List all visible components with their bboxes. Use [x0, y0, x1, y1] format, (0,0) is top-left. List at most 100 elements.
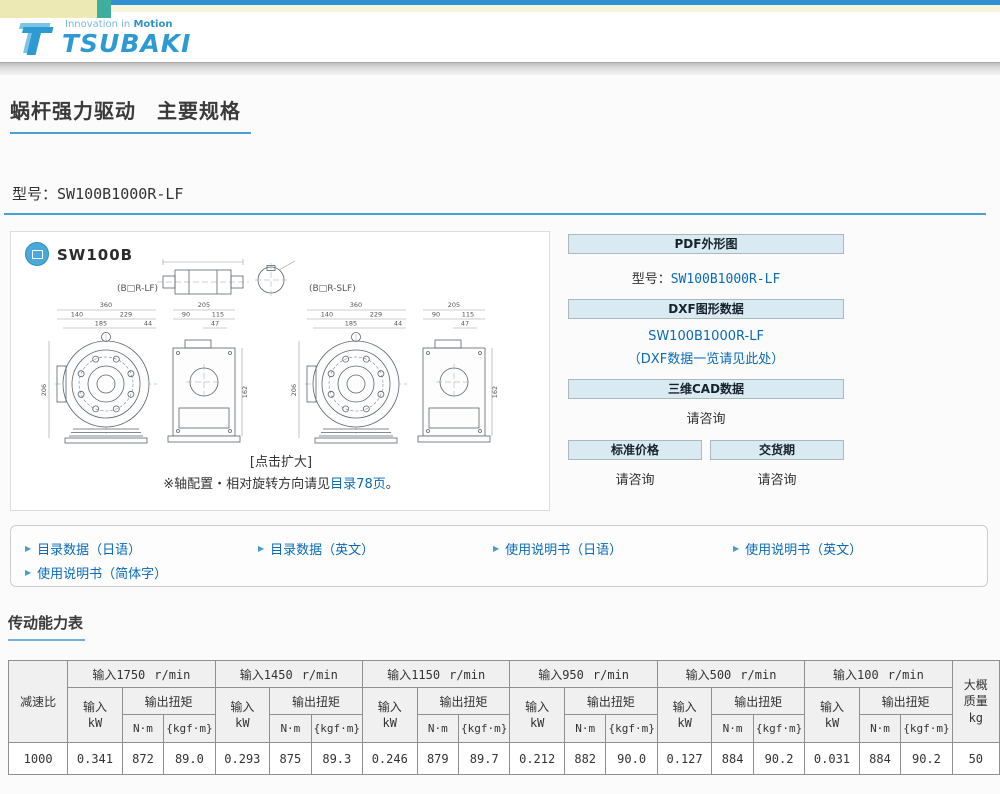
link-arrow-icon: ▶: [493, 543, 500, 553]
download-sidebar: PDF外形图 型号：SW100B1000R-LF DXF图形数据 SW100B1…: [568, 232, 844, 488]
cell-kw: 0.212: [509, 742, 565, 775]
col-header-kgfm: {kgf·m}: [605, 714, 658, 743]
drawing-product-name: SW100B: [57, 246, 134, 264]
shaft-detail-view: [157, 259, 249, 295]
cell-kw: 0.246: [362, 742, 418, 775]
cell-kw: 0.031: [804, 742, 860, 775]
table-row: 1000 0.341 872 89.0 0.293 875 89.3 0.246…: [7, 742, 1000, 775]
col-header-kgfm: {kgf·m}: [900, 714, 953, 743]
dim-label: 206: [40, 384, 48, 396]
catalog-page-link[interactable]: 目录78页: [330, 477, 386, 492]
link-arrow-icon: ▶: [25, 543, 32, 553]
col-header-nm: N·m: [563, 714, 607, 743]
header-accent-yellow: [0, 0, 97, 18]
col-header-output-torque: 输出扭矩: [121, 687, 216, 715]
col-header-output-torque: 输出扭矩: [858, 687, 953, 715]
logo-brand-text: TSUBAKI: [62, 29, 192, 58]
doc-link-catalog-en[interactable]: ▶目录数据（英文）: [258, 542, 375, 558]
links-row-1: ▶目录数据（日语） ▶目录数据（英文） ▶使用说明书（日语） ▶使用说明书（英文…: [25, 536, 987, 560]
tsubaki-logo-icon: [19, 23, 54, 55]
col-header-kgfm: {kgf·m}: [458, 714, 511, 743]
page-title: 蜗杆强力驱动 主要规格: [10, 95, 251, 134]
cell-kw: 0.341: [67, 742, 123, 775]
col-header-nm: N·m: [269, 714, 312, 743]
cad-inquiry-text: 请咨询: [686, 412, 726, 427]
doc-link-catalog-ja[interactable]: ▶目录数据（日语）: [25, 542, 142, 558]
col-header-kgfm: {kgf·m}: [752, 714, 806, 743]
technical-drawing-figure[interactable]: 360 140 229 185 44 205 90 115 47 206 162: [11, 250, 551, 448]
cad-section-header: 三维CAD数据: [568, 379, 844, 399]
link-arrow-icon: ▶: [258, 543, 265, 553]
dim-label: 205: [198, 301, 210, 309]
dimension-drawing-panel: SW100B (B□R-LF) (B□R-SLF): [10, 231, 550, 511]
col-header-output-torque: 输出扭矩: [416, 687, 511, 715]
pdf-model-row: 型号：SW100B1000R-LF: [631, 272, 781, 287]
section-divider: [4, 213, 986, 215]
doc-link-manual-zh[interactable]: ▶使用说明书（简体字）: [25, 566, 168, 582]
header-accent-teal: [97, 0, 111, 18]
col-header-kgfm: {kgf·m}: [310, 714, 364, 743]
dim-label: 90: [182, 311, 190, 319]
dim-label: 47: [211, 320, 219, 328]
cell-ratio: 1000: [7, 742, 69, 775]
document-links-panel: ▶目录数据（日语） ▶目录数据（英文） ▶使用说明书（日语） ▶使用说明书（英文…: [10, 525, 988, 587]
dim-label: 44: [144, 320, 152, 328]
gear-unit-lf: 360 140 229 185 44 205 90 115 47 206 162: [40, 301, 249, 444]
header-separator: [0, 62, 1000, 75]
tsubaki-logo[interactable]: Innovation in Motion TSUBAKI: [8, 15, 238, 61]
doc-link-manual-ja[interactable]: ▶使用说明书（日语）: [493, 542, 623, 558]
cell-nm: 884: [858, 742, 902, 775]
dimension-labels: 360 140 229 185 44 205 90 115 47 206 162: [290, 301, 499, 438]
gear-unit-side-view: [167, 339, 241, 443]
dim-label: 360: [350, 301, 362, 309]
dim-label: 185: [95, 320, 107, 328]
shaft-config-note: ※轴配置・相对旋转方向请见目录78页。: [163, 477, 399, 492]
col-header-nm: N·m: [416, 714, 460, 743]
dim-label: 90: [432, 311, 440, 319]
dxf-model-link[interactable]: SW100B1000R-LF: [648, 329, 764, 344]
click-to-enlarge-label[interactable]: [点击扩大]: [249, 455, 313, 470]
col-header-nm: N·m: [711, 714, 754, 743]
pdf-section-header: PDF外形图: [568, 234, 844, 254]
pdf-model-link[interactable]: SW100B1000R-LF: [670, 272, 781, 287]
dxf-list-link[interactable]: （DXF数据一览请见此处）: [627, 352, 785, 367]
delivery-inquiry-text: 请咨询: [757, 473, 797, 488]
gear-unit-front-view: [305, 332, 407, 444]
price-section-header: 标准价格: [568, 440, 702, 460]
capacity-table-title: 传动能力表: [8, 612, 86, 641]
dim-label: 140: [71, 311, 83, 319]
cell-nm: 879: [416, 742, 460, 775]
header-top-blue-bar: [111, 0, 1000, 5]
dim-label: 115: [212, 311, 224, 319]
col-header-nm: N·m: [121, 714, 165, 743]
gear-unit-side-view: [417, 339, 491, 443]
variant-label-left: (B□R-LF): [117, 284, 159, 294]
doc-link-manual-en[interactable]: ▶使用说明书（英文）: [733, 542, 863, 558]
dim-label: 47: [461, 320, 469, 328]
model-number-line: 型号：SW100B1000R-LF: [12, 185, 184, 203]
cell-nm: 872: [121, 742, 165, 775]
price-inquiry-text: 请咨询: [615, 473, 655, 488]
price-delivery-headers: 标准价格 交货期: [568, 440, 844, 460]
dim-label: 229: [370, 311, 382, 319]
cell-kw: 0.293: [214, 742, 271, 775]
gear-unit-front-view: [55, 332, 157, 444]
dim-label: 162: [491, 386, 499, 398]
drawing-zoom-icon[interactable]: [25, 242, 49, 266]
col-header-output-torque: 输出扭矩: [269, 687, 363, 715]
logo-tagline: Innovation in Motion: [65, 19, 173, 30]
dim-label: 205: [448, 301, 460, 309]
cell-kgfm: 89.3: [310, 742, 364, 775]
cell-nm: 882: [563, 742, 607, 775]
delivery-section-header: 交货期: [710, 440, 844, 460]
cell-kgfm: 90.2: [752, 742, 806, 775]
dim-label: 229: [120, 311, 132, 319]
